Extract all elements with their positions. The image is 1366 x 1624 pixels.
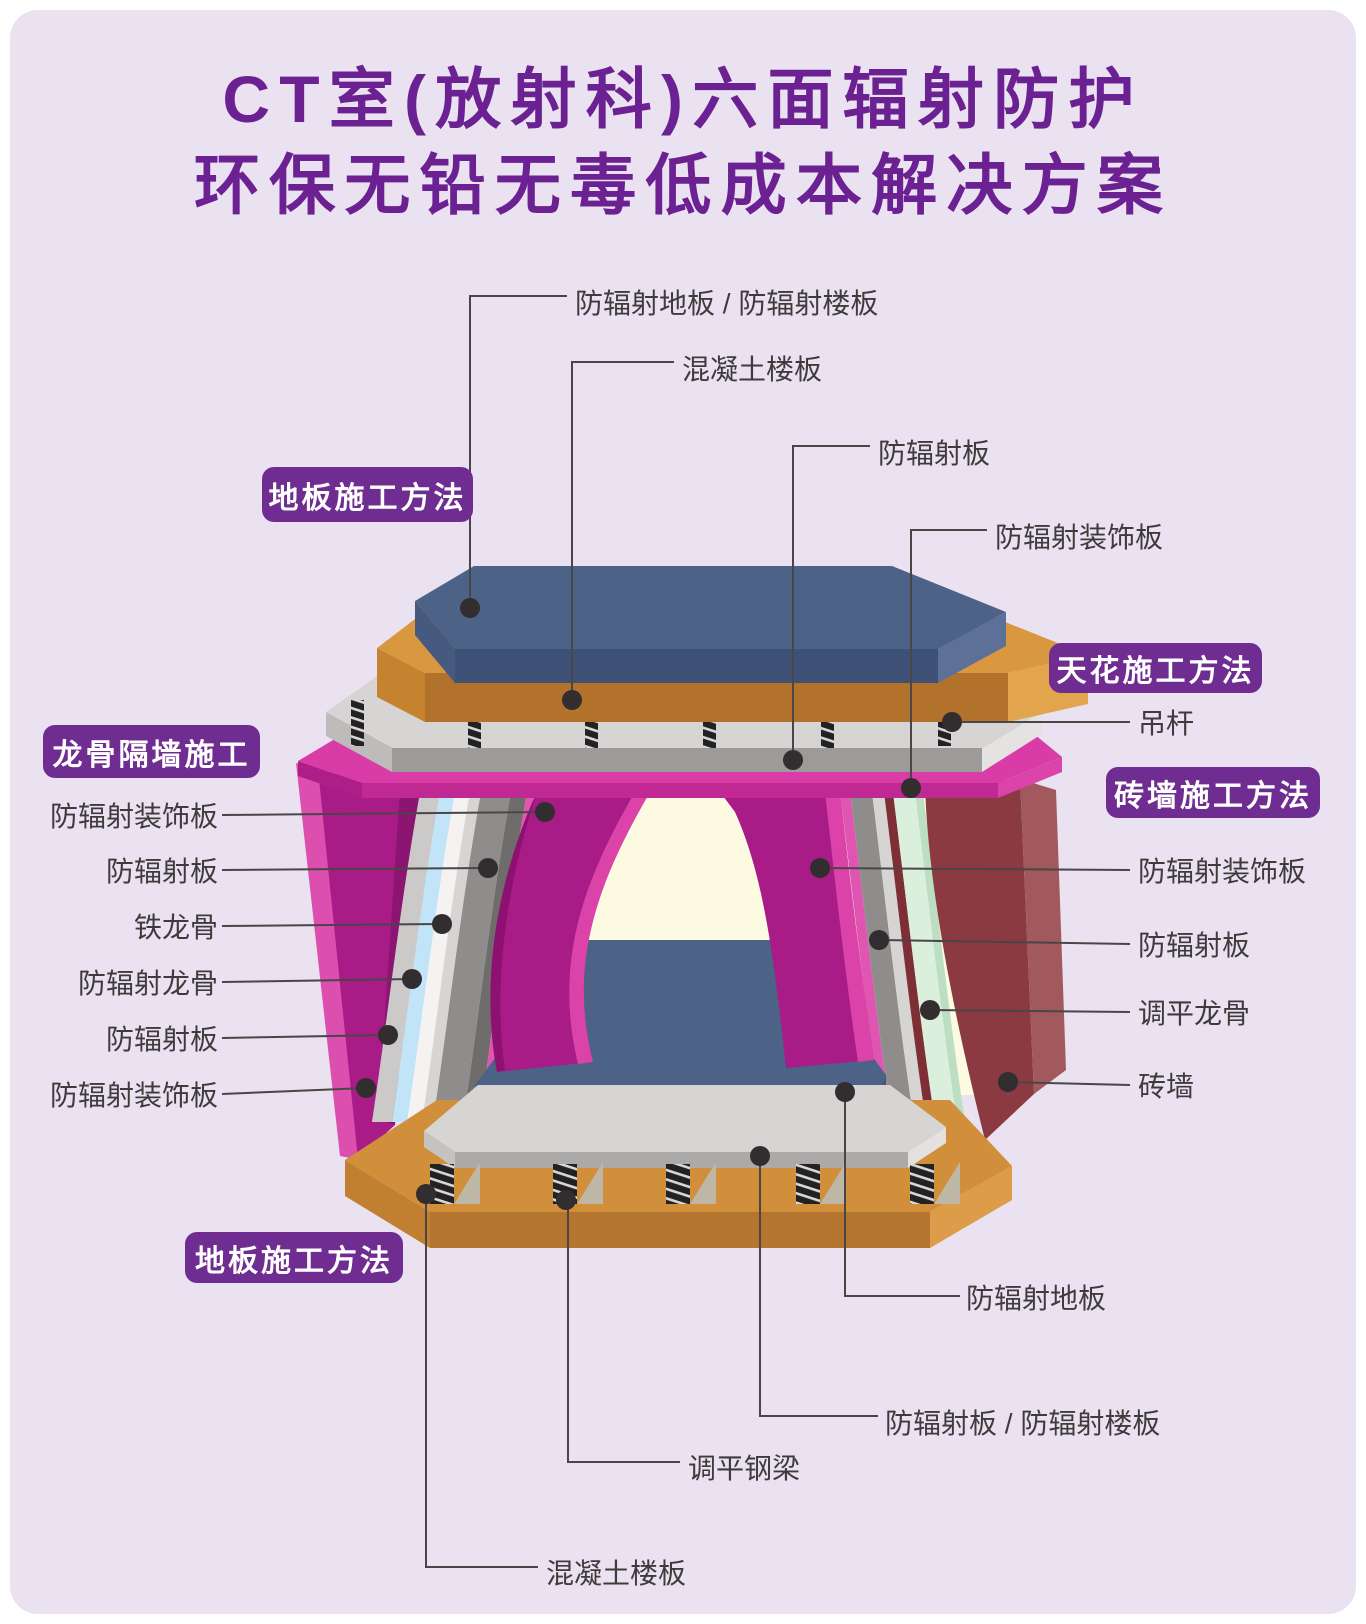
- right-curtain-decor-panel: [720, 792, 874, 1068]
- label-brick-wall: 砖墙: [1138, 1071, 1195, 1102]
- label-hanger-rod: 吊杆: [1138, 708, 1195, 739]
- leveling-steel-feet: [430, 1162, 960, 1204]
- leader-lines: [221, 295, 1131, 1568]
- label-radiation-floor-slab-top: 防辐射地板 / 防辐射楼板: [575, 288, 879, 319]
- label-left-radiation-board-2: 防辐射板: [105, 1024, 218, 1055]
- badge-floor-method-bottom: 地板施工方法: [185, 1232, 403, 1283]
- title-line-2: 环保无铅无毒低成本解决方案: [193, 148, 1173, 222]
- title-line-1: CT室(放射科)六面辐射防护: [222, 62, 1144, 136]
- label-right-decor-board: 防辐射装饰板: [1138, 856, 1307, 887]
- label-left-radiation-board-1: 防辐射板: [105, 856, 218, 887]
- label-leveling-keel: 调平龙骨: [1138, 998, 1251, 1029]
- ceiling-assembly: [298, 566, 1088, 798]
- leader-dots: [356, 598, 1018, 1210]
- left-curtain-decor-panel: [490, 792, 650, 1072]
- label-right-radiation-board: 防辐射板: [1138, 930, 1251, 961]
- label-radiation-floor-bottom: 防辐射地板: [966, 1283, 1107, 1314]
- badge-partition-method: 龙骨隔墙施工: [43, 725, 260, 778]
- floor-base-assembly: [345, 1085, 1012, 1248]
- badge-ceiling-method: 天花施工方法: [1049, 643, 1262, 693]
- label-radiation-board-top: 防辐射板: [878, 438, 991, 469]
- label-radiation-decor-board-top: 防辐射装饰板: [995, 522, 1164, 553]
- badge-brick-wall-method: 砖墙施工方法: [1106, 767, 1320, 818]
- label-leveling-steel-beam: 调平钢梁: [688, 1453, 801, 1484]
- label-concrete-slab-bottom: 混凝土楼板: [546, 1558, 687, 1589]
- badge-floor-method-top: 地板施工方法: [262, 467, 473, 522]
- ceiling-radiation-slab: [415, 566, 1006, 683]
- label-left-decor-board-1: 防辐射装饰板: [49, 801, 218, 832]
- label-iron-keel: 铁龙骨: [133, 912, 218, 943]
- label-radiation-keel: 防辐射龙骨: [77, 968, 218, 999]
- label-radiation-slab-bottom: 防辐射板 / 防辐射楼板: [885, 1408, 1161, 1439]
- label-left-decor-board-2: 防辐射装饰板: [49, 1080, 218, 1111]
- label-concrete-slab-top: 混凝土楼板: [682, 354, 823, 385]
